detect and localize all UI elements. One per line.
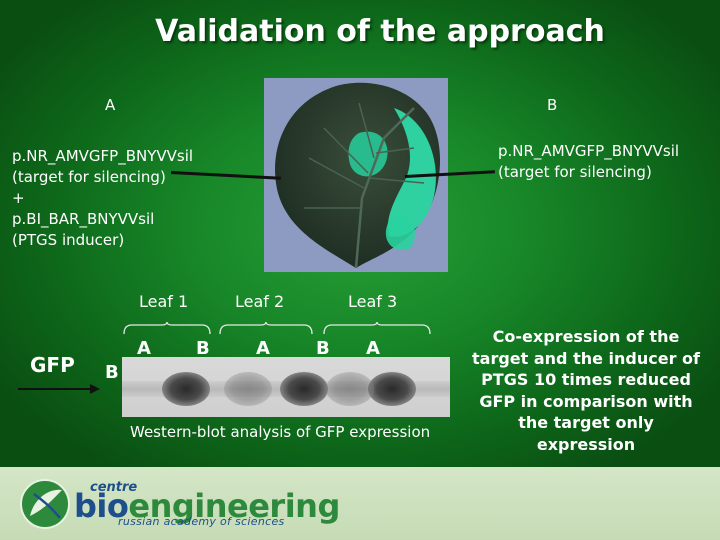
leaf-1-brace	[123, 322, 211, 335]
blot-band-5	[368, 372, 416, 406]
western-blot-image	[122, 357, 450, 417]
leaf-1-label: Leaf 1	[139, 292, 189, 311]
left-line-5: (PTGS inducer)	[12, 231, 125, 249]
lane-label-3: A	[256, 338, 270, 359]
logo-centre-text: centre	[90, 480, 138, 495]
conclusion-line-3: PTGS 10 times reduced	[481, 370, 691, 389]
leaf-2-label: Leaf 2	[235, 292, 285, 311]
lane-label-5: A	[366, 338, 380, 359]
logo-wordmark: bioengineering	[74, 487, 340, 525]
label-b: B	[547, 96, 558, 114]
left-line-2: (target for silencing)	[12, 168, 166, 186]
conclusion-text: Co-expression of the target and the indu…	[470, 326, 702, 455]
right-construct-text: p.NR_AMVGFP_BNYVVsil (target for silenci…	[498, 141, 679, 183]
leaf-midrib	[354, 107, 415, 269]
blot-caption: Western-blot analysis of GFP expression	[130, 423, 431, 441]
left-construct-text: p.NR_AMVGFP_BNYVVsil (target for silenci…	[12, 146, 193, 251]
leaf-3-brace	[323, 322, 431, 335]
lane-label-2: B	[196, 338, 210, 359]
logo-subtitle: russian academy of sciences	[118, 515, 285, 528]
left-line-4: p.BI_BAR_BNYVVsil	[12, 210, 155, 228]
right-line-2: (target for silencing)	[498, 163, 652, 181]
left-line-3: +	[12, 189, 25, 207]
conclusion-line-5: the target only	[518, 413, 654, 432]
logo-engineering-text: engineering	[128, 487, 340, 525]
gfp-zone-bottom	[385, 213, 415, 250]
gfp-label: GFP	[30, 353, 75, 377]
conclusion-line-6: expression	[536, 434, 636, 454]
slide-title: Validation of the approach	[155, 14, 605, 49]
gfp-zone-right	[387, 108, 436, 237]
conclusion-line-4: GFP in comparison with	[479, 391, 693, 411]
blot-band-2	[224, 372, 272, 406]
lane-label-1: A	[137, 338, 151, 359]
conclusion-line-1: Co-expression of the	[492, 327, 680, 346]
left-line-1: p.NR_AMVGFP_BNYVVsil	[12, 147, 194, 165]
blot-band-3	[280, 372, 328, 406]
conclusion-line-2: target and the inducer of	[472, 348, 700, 368]
leaf-2-brace	[219, 322, 313, 335]
label-a: A	[105, 96, 116, 114]
gfp-arrow-icon	[18, 384, 100, 394]
gfp-zone-center	[348, 131, 388, 177]
bioengineering-logo-icon	[20, 479, 70, 529]
logo-bio-text: bio	[74, 487, 129, 525]
right-line-1: p.NR_AMVGFP_BNYVVsil	[498, 142, 680, 160]
leaf-3-label: Leaf 3	[348, 292, 398, 311]
lane-label-4: B	[316, 338, 330, 359]
leaf-illustration	[275, 82, 441, 269]
blot-band-1	[162, 372, 210, 406]
b-marker-label: B	[105, 362, 119, 383]
leaf-veins	[304, 102, 425, 209]
blot-band-4	[326, 372, 374, 406]
footer-bar	[0, 467, 720, 540]
